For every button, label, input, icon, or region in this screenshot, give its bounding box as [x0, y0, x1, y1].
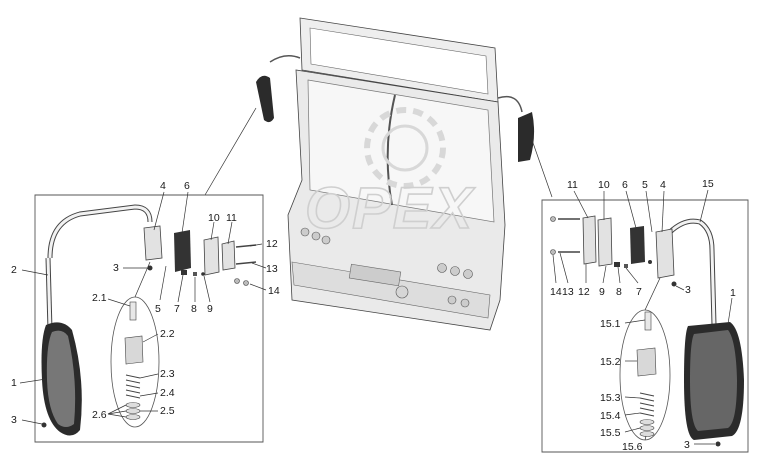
callout-right-10: 10 [598, 179, 610, 191]
callout-left-2-1: 2.1 [92, 292, 107, 304]
callout-left-2-6: 2.6 [92, 409, 107, 421]
left-leader-lines [19, 191, 267, 425]
callout-left-4: 4 [160, 180, 166, 192]
callout-left-6: 6 [184, 180, 190, 192]
callout-left-11: 11 [226, 212, 237, 224]
callout-left-9: 9 [207, 303, 213, 315]
bumper [291, 261, 491, 319]
left-callouts: 2 1 3 3 4 6 5 7 8 9 10 11 12 13 14 2.1 2… [11, 180, 280, 426]
callout-left-1: 1 [11, 377, 17, 389]
watermark-text: OPEX [305, 176, 475, 241]
callout-right-3b: 3 [684, 439, 690, 451]
callout-right-6: 6 [622, 179, 628, 191]
watermark-gear [364, 107, 446, 189]
callout-right-12: 12 [578, 286, 590, 298]
left-mirror-assembly [41, 204, 257, 436]
callout-right-3a: 3 [685, 284, 691, 296]
callout-left-2: 2 [11, 264, 17, 276]
callout-left-14: 14 [268, 285, 280, 297]
callout-right-1: 1 [730, 287, 736, 299]
left-panel-frame [34, 194, 264, 443]
headlights-right [437, 263, 473, 308]
callout-left-2-2: 2.2 [160, 328, 175, 340]
bus-front-body [287, 17, 506, 331]
right-panel-frame [541, 199, 749, 453]
callout-right-15-1: 15.1 [600, 318, 621, 330]
callout-right-15-4: 15.4 [600, 410, 621, 422]
callout-left-2-3: 2.3 [160, 368, 175, 380]
right-mirror-assembly [550, 215, 744, 447]
license-plate-area [348, 263, 402, 287]
callout-right-13: 13 [562, 286, 574, 298]
emblem [395, 285, 409, 299]
callout-left-10: 10 [208, 212, 220, 224]
leader-bus-left [204, 107, 257, 196]
callout-right-15-6: 15.6 [622, 441, 643, 453]
callout-right-7: 7 [636, 286, 642, 298]
callout-left-5: 5 [155, 303, 161, 315]
windshield-upper-glass [309, 27, 489, 95]
callout-right-15: 15 [702, 178, 714, 190]
windshield-divider [386, 94, 396, 206]
callout-right-4: 4 [660, 179, 666, 191]
callout-left-12: 12 [266, 238, 278, 250]
windshield-glass [307, 79, 495, 223]
callout-left-3a: 3 [113, 262, 119, 274]
callout-right-9: 9 [599, 286, 605, 298]
right-callouts: 11 10 6 5 4 15 14 13 12 9 8 7 3 1 15.1 1… [550, 178, 736, 453]
callout-right-15-5: 15.5 [600, 427, 621, 439]
callout-right-14: 14 [550, 286, 562, 298]
callout-left-3b: 3 [11, 414, 17, 426]
bus-mirror-left [256, 55, 301, 123]
headlights-left [300, 227, 331, 245]
callout-left-7: 7 [174, 303, 180, 315]
callout-right-11: 11 [567, 179, 578, 191]
callout-right-8: 8 [616, 286, 622, 298]
callout-left-2-4: 2.4 [160, 387, 175, 399]
callout-right-15-3: 15.3 [600, 392, 621, 404]
leader-bus-right [531, 139, 553, 198]
callout-left-13: 13 [266, 263, 278, 275]
bus-mirror-right [497, 95, 535, 162]
right-leader-lines [552, 189, 733, 445]
callout-left-8: 8 [191, 303, 197, 315]
callout-left-2-5: 2.5 [160, 405, 175, 417]
callout-right-5: 5 [642, 179, 648, 191]
callout-right-15-2: 15.2 [600, 356, 621, 368]
